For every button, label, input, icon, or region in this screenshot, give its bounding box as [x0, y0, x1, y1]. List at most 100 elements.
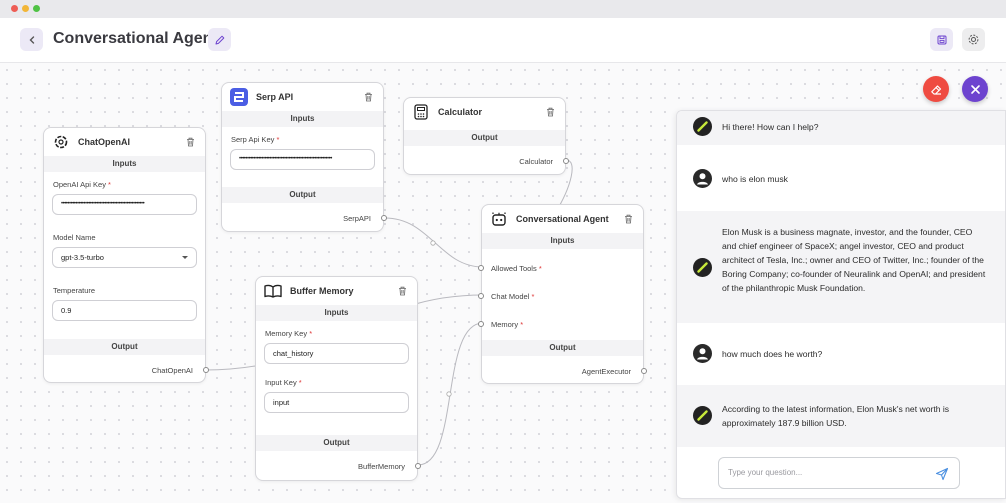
window-close-dot[interactable] [11, 5, 18, 12]
close-icon [970, 84, 980, 94]
output-anchor-label: ChatOpenAI [151, 366, 193, 375]
calculator-icon [412, 103, 430, 121]
node-title: Serp API [256, 92, 294, 102]
output-section-bar: Output [482, 340, 643, 356]
bot-avatar-icon [693, 117, 712, 136]
chat-message-text: According to the latest information, Elo… [722, 404, 950, 429]
node-header: Buffer Memory [256, 277, 417, 305]
field-label: Serp Api Key * [231, 135, 280, 144]
output-section-bar: Output [256, 435, 417, 451]
model-name-select[interactable]: gpt-3.5-turbo [52, 247, 197, 268]
node-title: Calculator [438, 107, 483, 117]
chat-model-anchor: Chat Model * [491, 292, 535, 301]
field-label: Memory Key * [265, 329, 313, 338]
node-chatopenai[interactable]: ChatOpenAI Inputs OpenAI Api Key * •••••… [43, 127, 209, 383]
chat-message-bot: According to the latest information, Elo… [677, 385, 1005, 447]
chat-message-bot: Hi there! How can I help? [677, 111, 1005, 145]
chat-message-text: Hi there! How can I help? [722, 122, 819, 132]
user-avatar-icon [693, 169, 712, 188]
back-button[interactable] [20, 28, 43, 51]
clear-chat-button[interactable] [923, 76, 949, 102]
field-label: Temperature [53, 286, 96, 295]
output-section-bar: Output [404, 130, 565, 146]
chat-message-user: how much does he worth? [677, 323, 1005, 385]
eraser-icon [930, 84, 941, 95]
chat-message-text: Elon Musk is a business magnate, investo… [722, 227, 986, 294]
node-conversational-agent[interactable]: Conversational Agent Inputs Allowed Tool… [478, 204, 647, 384]
chat-message-text: how much does he worth? [722, 349, 823, 359]
trash-icon[interactable] [398, 286, 407, 296]
trash-icon[interactable] [546, 107, 555, 117]
window-minimize-dot[interactable] [22, 5, 29, 12]
edit-name-button[interactable] [208, 28, 231, 51]
chat-message-text: who is elon musk [722, 174, 788, 184]
openai-api-key-input[interactable]: ••••••••••••••••••••••••••••••••••••••••… [52, 194, 197, 215]
output-handle[interactable] [203, 367, 209, 373]
chat-message-user: who is elon musk [677, 145, 1005, 211]
node-title: ChatOpenAI [78, 137, 131, 147]
chat-message-bot: Elon Musk is a business magnate, investo… [677, 211, 1005, 323]
canvas-header: Conversational Agent [0, 18, 1006, 63]
output-section-bar: Output [44, 339, 205, 355]
openai-logo-icon [52, 133, 70, 151]
gear-icon [968, 34, 979, 45]
send-icon[interactable] [935, 467, 949, 481]
output-section-bar: Output [222, 187, 383, 203]
memory-key-input[interactable]: chat_history [264, 343, 409, 364]
input-key-input[interactable]: input [264, 392, 409, 413]
serp-api-logo-icon [230, 88, 248, 106]
output-anchor-label: AgentExecutor [581, 367, 631, 376]
output-handle[interactable] [641, 368, 647, 374]
output-anchor-label: BufferMemory [358, 462, 405, 471]
memory-anchor: Memory * [491, 320, 524, 329]
node-header: Serp API [222, 83, 383, 111]
input-handle-chat-model[interactable] [478, 293, 484, 299]
output-handle[interactable] [381, 215, 387, 221]
output-anchor-label: SerpAPI [343, 214, 371, 223]
node-title: Buffer Memory [290, 286, 354, 296]
page-title: Conversational Agent [53, 30, 218, 47]
input-handle-allowed-tools[interactable] [478, 265, 484, 271]
inputs-section-bar: Inputs [44, 156, 205, 172]
window-maximize-dot[interactable] [33, 5, 40, 12]
robot-icon [490, 210, 508, 228]
close-chat-button[interactable] [962, 76, 988, 102]
field-label: Input Key * [265, 378, 302, 387]
save-icon [937, 35, 946, 44]
inputs-section-bar: Inputs [482, 233, 643, 249]
chat-composer [718, 457, 960, 489]
allowed-tools-anchor: Allowed Tools * [491, 264, 542, 273]
trash-icon[interactable] [364, 92, 373, 102]
pencil-icon [215, 35, 224, 44]
trash-icon[interactable] [186, 137, 195, 147]
serp-api-key-input[interactable]: ••••••••••••••••••••••••••••••••••••••••… [230, 149, 375, 170]
output-anchor-label: Calculator [519, 157, 553, 166]
node-header: ChatOpenAI [44, 128, 205, 156]
chevron-left-icon [29, 35, 34, 44]
chat-question-input[interactable] [728, 468, 928, 477]
user-avatar-icon [693, 344, 712, 363]
book-icon [264, 282, 282, 300]
inputs-section-bar: Inputs [256, 305, 417, 321]
input-handle-memory[interactable] [478, 321, 484, 327]
node-title: Conversational Agent [516, 214, 609, 224]
bot-avatar-icon [693, 258, 712, 277]
trash-icon[interactable] [624, 214, 633, 224]
field-label: OpenAI Api Key * [53, 180, 111, 189]
window-titlebar [0, 0, 1006, 18]
node-buffer-memory[interactable]: Buffer Memory Inputs Memory Key * chat_h… [255, 276, 421, 481]
field-label: Model Name [53, 233, 96, 242]
save-chatflow-button[interactable] [930, 28, 953, 51]
node-calculator[interactable]: Calculator Output Calculator [403, 97, 569, 175]
temperature-input[interactable]: 0.9 [52, 300, 197, 321]
chat-panel: Hi there! How can I help? who is elon mu… [676, 110, 1006, 499]
output-handle[interactable] [415, 463, 421, 469]
settings-button[interactable] [962, 28, 985, 51]
node-header: Calculator [404, 98, 565, 126]
output-handle[interactable] [563, 158, 569, 164]
node-header: Conversational Agent [482, 205, 643, 233]
inputs-section-bar: Inputs [222, 111, 383, 127]
chevron-down-icon [182, 256, 188, 259]
node-serp-api[interactable]: Serp API Inputs Serp Api Key * •••••••••… [221, 82, 387, 232]
bot-avatar-icon [693, 406, 712, 425]
